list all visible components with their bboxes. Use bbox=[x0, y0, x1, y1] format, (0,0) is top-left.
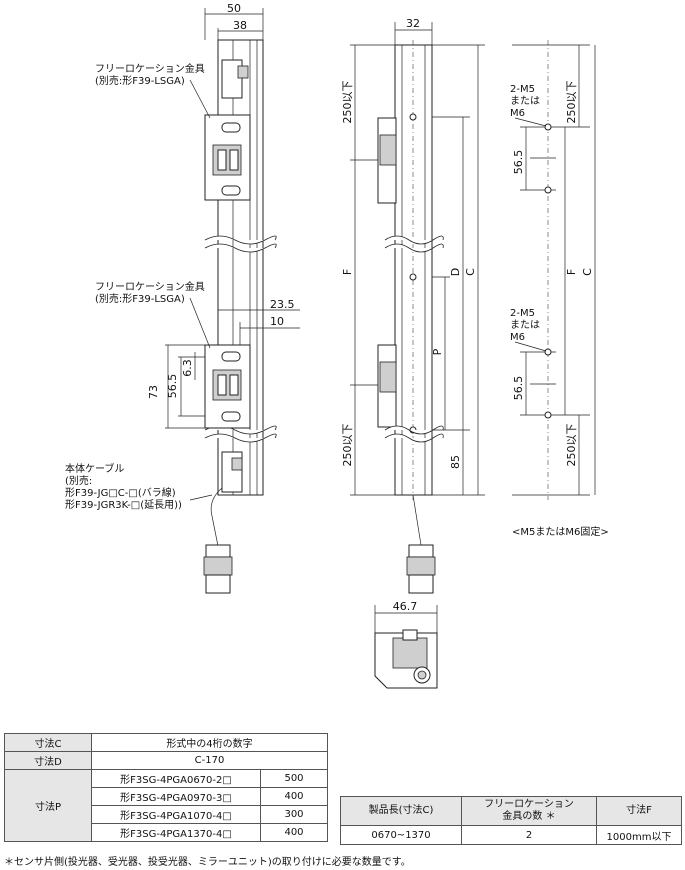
hole-label-1-line3: M6 bbox=[510, 108, 525, 119]
bracket-label-2-line1: フリーロケーション金具 bbox=[95, 280, 205, 293]
dim-250-top: 250以下 bbox=[341, 81, 354, 124]
table-row: 形F3SG-4PGA1070-4□ 300 bbox=[5, 805, 328, 824]
dimP-value: 400 bbox=[260, 823, 328, 842]
dimP-model: 形F3SG-4PGA0670-2□ bbox=[91, 769, 261, 788]
header-bracket-count: フリーロケーション金具の数 ＊ bbox=[461, 796, 597, 826]
dim-32: 32 bbox=[406, 17, 420, 30]
dim-C-right: C bbox=[581, 268, 594, 276]
hole-label-1-line1: 2-M5 bbox=[510, 84, 535, 95]
dim-56-5: 56.5 bbox=[166, 374, 179, 399]
side-view: 50 38 フリーロケーション金具 (別売:形F39-LSGA) フリーロケー bbox=[65, 2, 300, 594]
cable-label-line3: 形F39-JG□C-□(バラ線) bbox=[65, 486, 176, 499]
dimP-model: 形F3SG-4PGA0970-3□ bbox=[91, 787, 261, 806]
dim-6-3: 6.3 bbox=[181, 359, 194, 377]
table-row: 寸法D C-170 bbox=[4, 751, 328, 770]
hole-label-1-line2: または bbox=[510, 95, 540, 107]
hole-label-2-line2: または bbox=[510, 319, 540, 331]
table-row: 寸法C 形式中の4桁の数字 bbox=[4, 733, 328, 752]
dim-56-5-right-1: 56.5 bbox=[512, 150, 525, 175]
dim-73: 73 bbox=[147, 385, 160, 399]
table-header-row: 製品長(寸法C) フリーロケーション金具の数 ＊ 寸法F bbox=[340, 796, 682, 826]
cable-label-line4: 形F39-JGR3K-□(延長用)) bbox=[65, 499, 182, 511]
dim-F: F bbox=[341, 269, 354, 275]
dim-250-right-bottom: 250以下 bbox=[565, 424, 578, 467]
dim-10: 10 bbox=[270, 315, 284, 328]
footnote: ＊センサ片側(投光器、受光器、投受光器、ミラーユニット)の取り付けに必要な数量で… bbox=[4, 857, 411, 868]
dim-C: C bbox=[464, 268, 477, 276]
table-row: 寸法P 形F3SG-4PGA0670-2□ 500 bbox=[4, 769, 328, 842]
bracket-label-2-line2: (別売:形F39-LSGA) bbox=[95, 292, 185, 305]
table-row: 0670~1370 2 1000mm以下 bbox=[340, 825, 682, 845]
table-row: 形F3SG-4PGA1370-4□ 400 bbox=[5, 823, 328, 842]
cell-bracket-count: 2 bbox=[461, 825, 597, 845]
header-product-length: 製品長(寸法C) bbox=[340, 796, 462, 826]
cable-label-line1: 本体ケーブル bbox=[65, 462, 124, 475]
bottom-view: 46.7 bbox=[374, 600, 438, 689]
row-value-dimD: C-170 bbox=[91, 751, 328, 770]
dim-250-bottom: 250以下 bbox=[341, 424, 354, 467]
dimension-table: 寸法C 形式中の4桁の数字 寸法D C-170 寸法P 形F3SG-4PGA06… bbox=[4, 733, 328, 842]
hole-label-2-line1: 2-M5 bbox=[510, 308, 535, 319]
dimP-model: 形F3SG-4PGA1370-4□ bbox=[91, 823, 261, 842]
bracket-label-1-line2: (別売:形F39-LSGA) bbox=[95, 74, 185, 87]
dimP-value: 300 bbox=[260, 805, 328, 824]
mounting-view: 250以下 56.5 F C 56.5 250以下 2-M5 または M6 2-… bbox=[510, 40, 609, 538]
dim-23-5: 23.5 bbox=[270, 298, 295, 311]
dimP-value: 500 bbox=[260, 769, 328, 788]
bracket-quantity-table: 製品長(寸法C) フリーロケーション金具の数 ＊ 寸法F 0670~1370 2… bbox=[340, 796, 682, 845]
mounting-caption: <M5またはM6固定> bbox=[512, 525, 609, 538]
header-bracket-count-line1: フリーロケーション bbox=[484, 799, 574, 810]
dim-50: 50 bbox=[227, 2, 241, 15]
cable-label-line2: (別売: bbox=[65, 474, 92, 487]
dim-D: D bbox=[449, 268, 462, 276]
dim-F-right: F bbox=[565, 269, 578, 275]
header-dimF: 寸法F bbox=[596, 796, 682, 826]
dimP-value: 400 bbox=[260, 787, 328, 806]
front-view: 32 250以下 F 250以下 C D bbox=[341, 17, 485, 594]
cell-product-length: 0670~1370 bbox=[340, 825, 462, 845]
hole-label-2-line3: M6 bbox=[510, 332, 525, 343]
row-label-dimP: 寸法P bbox=[4, 769, 92, 842]
cell-dimF: 1000mm以下 bbox=[596, 825, 682, 845]
dim-38: 38 bbox=[233, 19, 247, 32]
dim-46-7: 46.7 bbox=[393, 600, 418, 613]
dimP-model: 形F3SG-4PGA1070-4□ bbox=[91, 805, 261, 824]
header-bracket-count-line2: 金具の数 ＊ bbox=[502, 811, 556, 822]
dimension-drawing: 50 38 フリーロケーション金具 (別売:形F39-LSGA) フリーロケー bbox=[65, 2, 609, 689]
dim-250-right-top: 250以下 bbox=[565, 81, 578, 124]
dim-56-5-right-2: 56.5 bbox=[512, 376, 525, 401]
dim-85: 85 bbox=[449, 455, 462, 469]
dim-P: P bbox=[431, 348, 444, 355]
row-value-dimC: 形式中の4桁の数字 bbox=[91, 733, 328, 752]
row-label-dimD: 寸法D bbox=[4, 751, 92, 770]
bracket-label-1-line1: フリーロケーション金具 bbox=[95, 62, 205, 75]
row-label-dimC: 寸法C bbox=[4, 733, 92, 752]
